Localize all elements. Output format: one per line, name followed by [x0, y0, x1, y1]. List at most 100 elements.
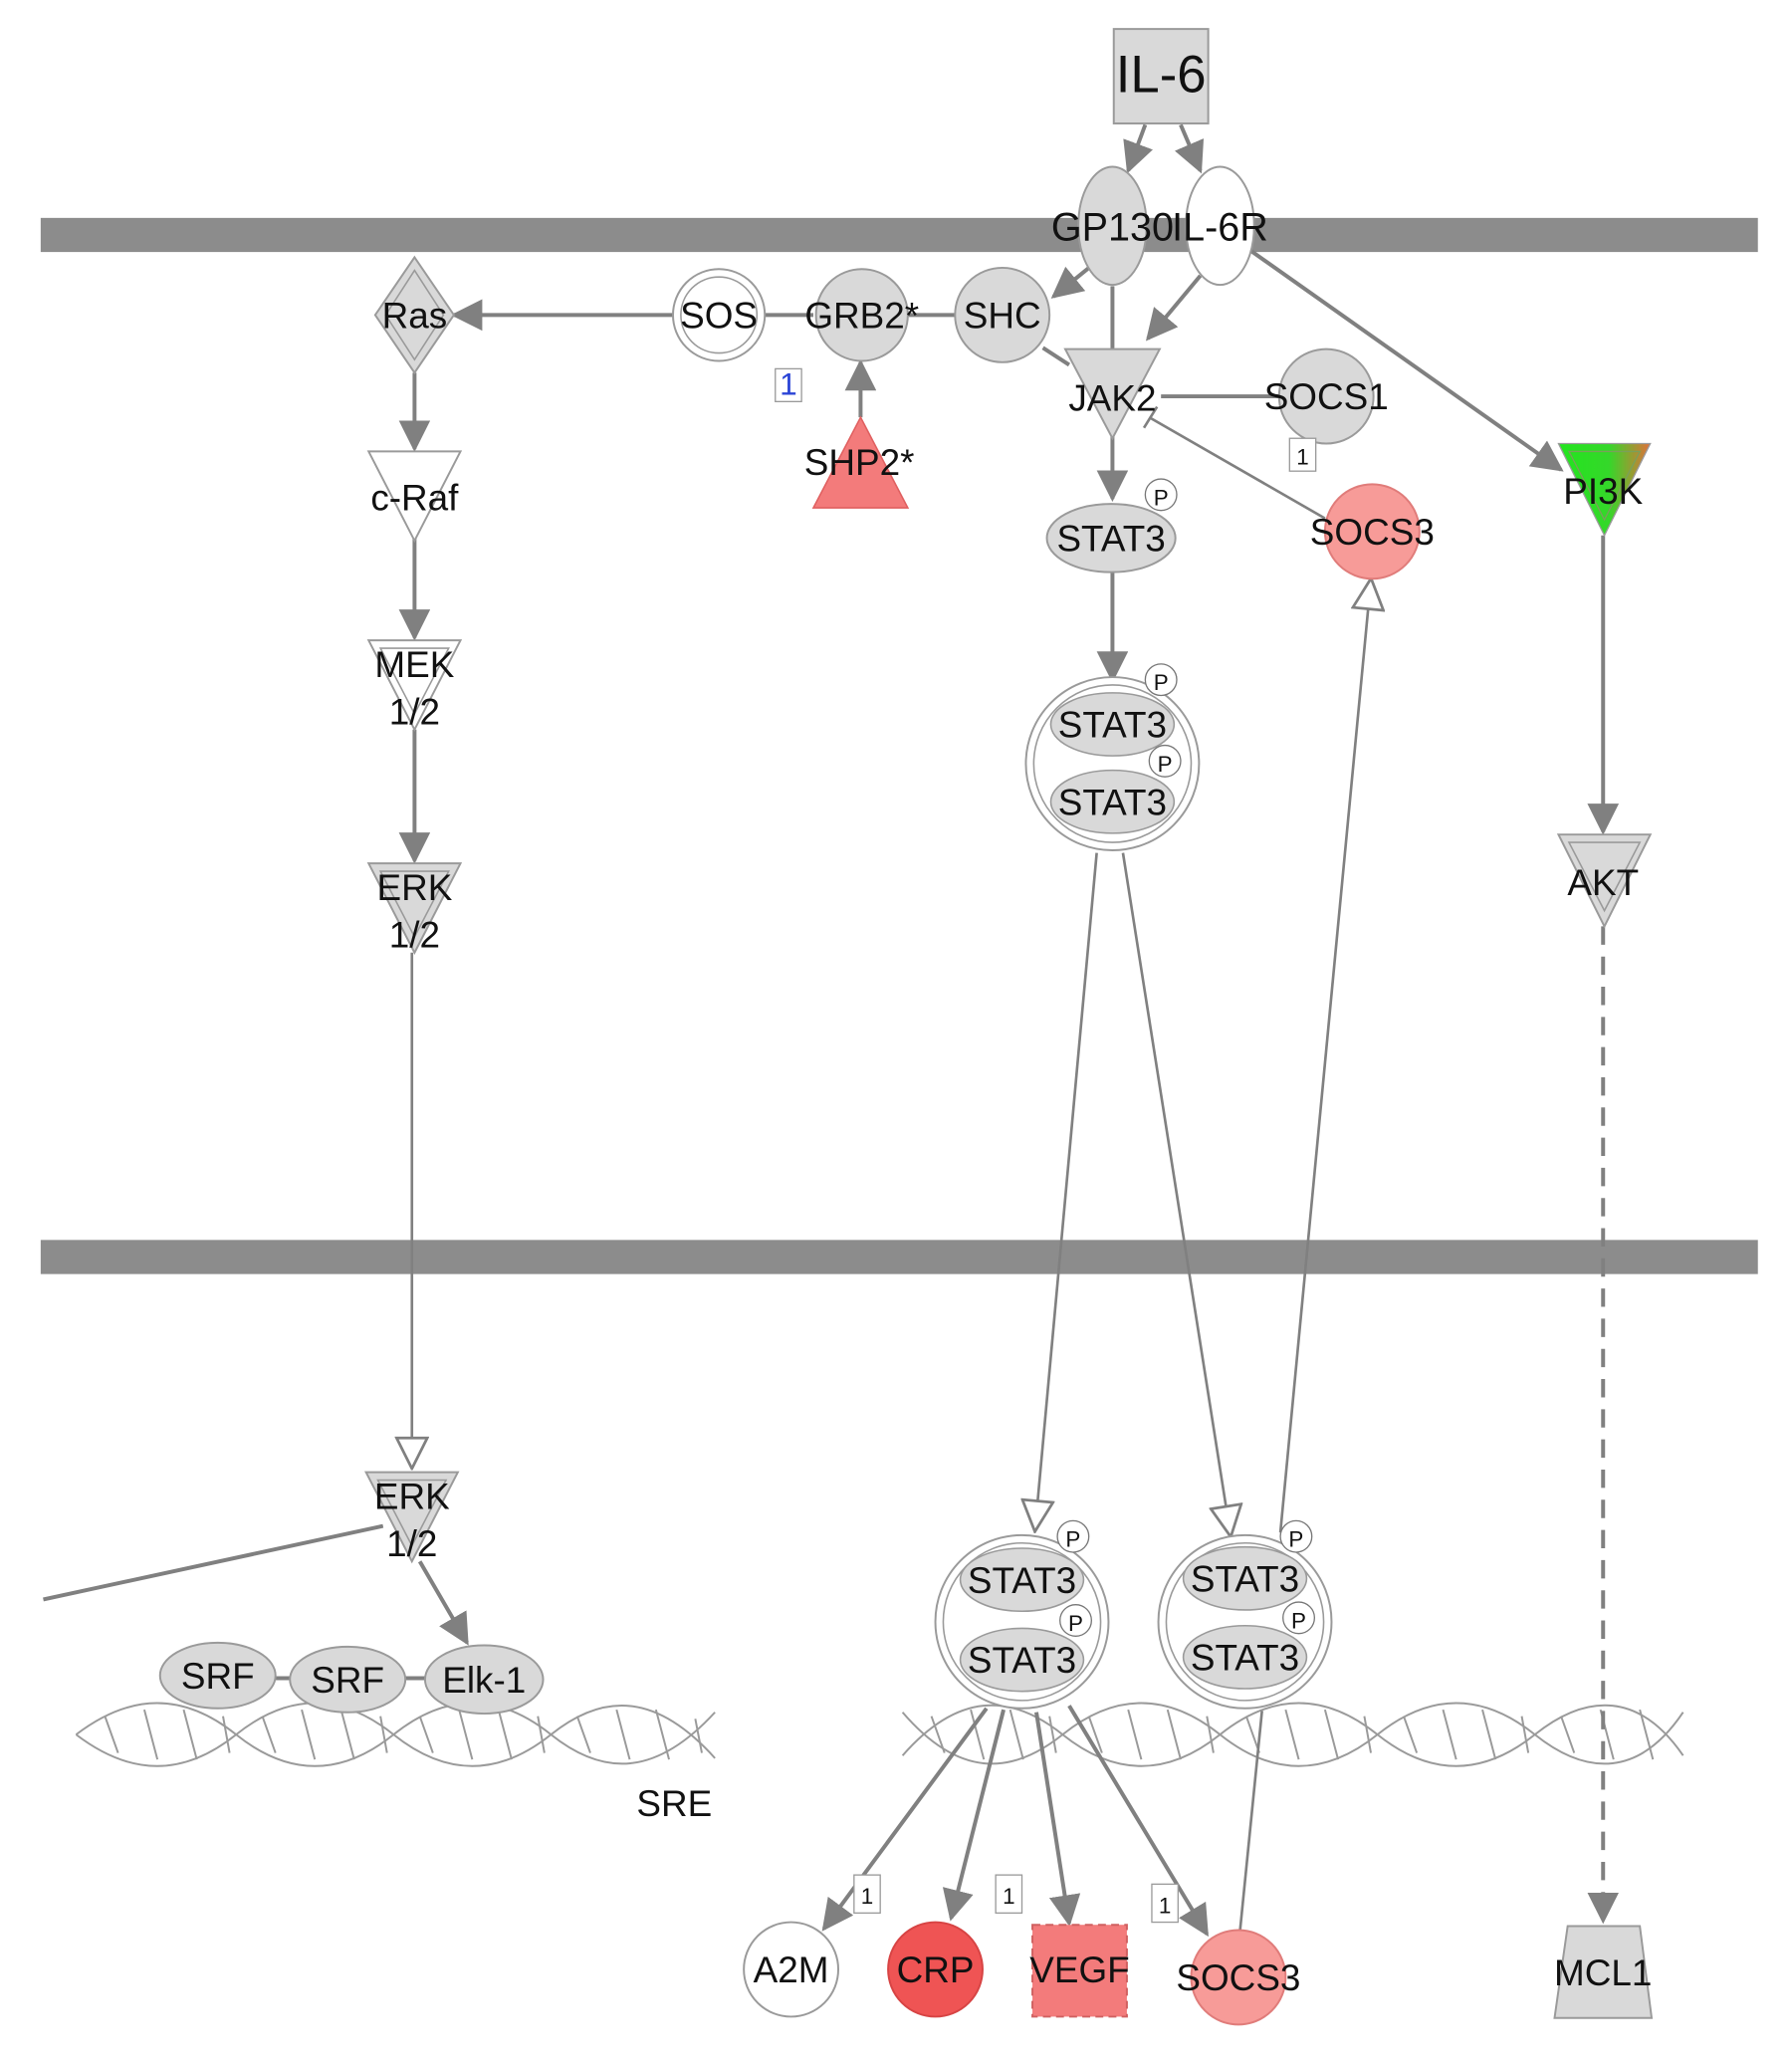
node-shp2-label: SHP2* [804, 442, 915, 483]
edge-dimer-nucdimer-left [1035, 852, 1098, 1530]
node-vegf[interactable]: VEGF [1029, 1924, 1130, 2018]
node-mcl1[interactable]: MCL1 [1553, 1925, 1654, 2019]
edge-il6-il6r [1174, 123, 1205, 174]
node-a2m[interactable]: A2M [743, 1921, 840, 2018]
node-stat3-dimer-nucleus-left[interactable]: STAT3 STAT3 P P [934, 1519, 1110, 1710]
node-srf-a[interactable]: SRF [158, 1641, 277, 1710]
node-il6-label: IL-6 [1116, 45, 1207, 104]
node-shc-label: SHC [964, 296, 1041, 337]
node-grb2-label: GRB2* [804, 296, 919, 337]
node-jak2[interactable]: JAK2 [1063, 347, 1162, 441]
nuclear-membrane [40, 1240, 1758, 1274]
node-mek-label-line2: 1/2 [389, 691, 440, 732]
edge-nucdimer-socs3-bottom [1237, 1711, 1263, 1935]
node-il6[interactable]: IL-6 [1112, 28, 1210, 124]
node-pi3k-label: PI3K [1563, 471, 1643, 512]
node-ras[interactable]: Ras [373, 255, 456, 375]
node-akt[interactable]: AKT [1556, 833, 1653, 929]
node-crp[interactable]: CRP [887, 1921, 984, 2018]
node-crp-label: CRP [897, 1949, 975, 1990]
badge-grb2: 1 [775, 366, 802, 402]
node-gp130[interactable]: GP130 [1051, 165, 1174, 287]
node-stat3-dimer-cytoplasm[interactable]: STAT3 STAT3 P P [1024, 663, 1201, 851]
node-erk-cytoplasm[interactable]: ERK 1/2 [366, 862, 463, 956]
node-erk-nucleus-label-line1: ERK [374, 1476, 450, 1516]
node-dimer-l-b-label: STAT3 [968, 1640, 1076, 1681]
node-socs3-bottom-label: SOCS3 [1176, 1957, 1300, 1998]
svg-text:1: 1 [1296, 445, 1308, 470]
svg-text:1: 1 [1003, 1884, 1014, 1909]
edges [43, 123, 1620, 1938]
node-socs3-top[interactable]: SOCS3 [1310, 483, 1435, 580]
node-ras-label: Ras [382, 296, 448, 337]
node-shc[interactable]: SHC [954, 266, 1051, 363]
node-mek[interactable]: MEK 1/2 [366, 639, 463, 732]
phospho-badge: P [1154, 485, 1169, 510]
node-sos-label: SOS [680, 296, 758, 337]
edge-dimer-a2m [821, 1707, 989, 1932]
svg-text:1: 1 [780, 366, 797, 402]
node-socs3-bottom[interactable]: SOCS3 [1176, 1929, 1300, 2026]
node-elk1[interactable]: Elk-1 [423, 1644, 545, 1716]
node-mcl1-label: MCL1 [1554, 1952, 1652, 1993]
node-dimer-r-a-label: STAT3 [1191, 1559, 1299, 1600]
node-srf-b[interactable]: SRF [289, 1645, 407, 1714]
node-pi3k[interactable]: PI3K [1557, 442, 1652, 538]
node-erk-nucleus[interactable]: ERK 1/2 [364, 1471, 460, 1564]
node-grb2[interactable]: GRB2* [804, 268, 919, 362]
node-sos[interactable]: SOS [672, 268, 767, 362]
badge-socs1: 1 [1288, 437, 1317, 472]
node-gp130-label: GP130 [1051, 205, 1174, 249]
edge-dimer-socs3 [1067, 1705, 1209, 1938]
phospho-badge: P [1068, 1611, 1083, 1636]
node-vegf-label: VEGF [1029, 1949, 1129, 1990]
node-erk-nucleus-label-line2: 1/2 [386, 1523, 437, 1564]
phospho-badge: P [1065, 1527, 1080, 1552]
edge-socs3-jak2-inhibit [1148, 416, 1326, 520]
node-elk1-label: Elk-1 [442, 1660, 526, 1701]
sre-label: SRE [636, 1783, 712, 1824]
node-erk-cytoplasm-label-line2: 1/2 [389, 915, 440, 956]
edge-socs3-jak2-bar [1142, 405, 1159, 429]
badge-socs3-bottom: 1 [1151, 1883, 1179, 1924]
badge-a2m: 1 [853, 1874, 881, 1915]
edge-il6r-pi3k [1247, 247, 1564, 472]
svg-text:1: 1 [861, 1884, 873, 1909]
node-stat3-dimer-nucleus-right[interactable]: STAT3 STAT3 P P [1157, 1519, 1333, 1710]
node-erk-cytoplasm-label-line1: ERK [376, 867, 452, 908]
node-akt-label: AKT [1567, 862, 1639, 903]
svg-text:1: 1 [1159, 1893, 1171, 1918]
badge-vegf: 1 [995, 1874, 1023, 1915]
node-dimer-top-a-label: STAT3 [1058, 705, 1167, 746]
edge-erk-elk1 [417, 1560, 469, 1646]
node-il6r-label: IL-6R [1172, 205, 1268, 249]
node-shp2[interactable]: SHP2* [804, 415, 915, 509]
node-il6r[interactable]: IL-6R [1172, 165, 1268, 287]
edge-il6-gp130 [1123, 123, 1153, 174]
edge-il6r-jak2 [1145, 274, 1203, 342]
phospho-badge: P [1288, 1527, 1303, 1552]
node-srf-b-label: SRF [311, 1660, 384, 1701]
node-socs1[interactable]: SOCS1 [1264, 347, 1389, 445]
node-dimer-r-b-label: STAT3 [1191, 1638, 1299, 1679]
node-socs3-top-label: SOCS3 [1310, 512, 1435, 553]
dna-helix-left [75, 1702, 716, 1767]
node-craf[interactable]: c-Raf [366, 450, 463, 544]
edge-nucdimer-socs3 [1278, 580, 1371, 1533]
edge-dimer-crp [942, 1709, 1006, 1922]
node-craf-label: c-Raf [370, 478, 459, 519]
edge-dimer-vegf [1034, 1712, 1081, 1928]
node-stat3-phospho-label: STAT3 [1056, 519, 1165, 560]
node-stat3-phospho[interactable]: STAT3 P [1045, 478, 1178, 573]
node-srf-a-label: SRF [181, 1656, 255, 1697]
node-a2m-label: A2M [754, 1949, 829, 1990]
plasma-membrane [40, 217, 1758, 253]
node-mek-label-line1: MEK [374, 644, 454, 685]
node-dimer-l-a-label: STAT3 [968, 1560, 1076, 1601]
node-dimer-top-b-label: STAT3 [1058, 782, 1167, 822]
edge-dimer-nucdimer-right [1121, 852, 1231, 1535]
node-socs1-label: SOCS1 [1264, 376, 1389, 417]
edge-shc-jak2 [1041, 345, 1071, 367]
phospho-badge: P [1158, 752, 1173, 777]
